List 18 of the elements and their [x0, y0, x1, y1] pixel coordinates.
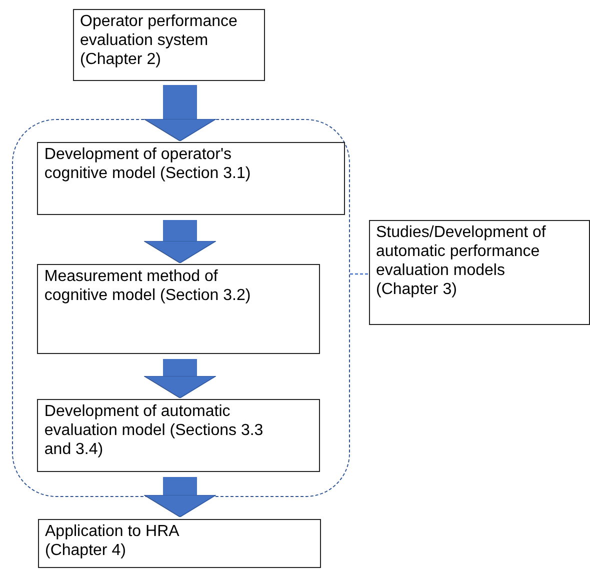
dashed-connector — [350, 273, 369, 275]
block-arrow — [144, 220, 216, 264]
block-arrow — [144, 359, 216, 398]
process-box — [37, 399, 320, 472]
process-box — [37, 264, 320, 354]
box-text: Development of automatic evaluation model (Sections 3.3 and 3.4) — [44, 402, 264, 460]
process-box — [37, 142, 346, 216]
box-text: Operator performance evaluation system (Chapter 2) — [80, 12, 238, 69]
process-box — [369, 220, 590, 325]
box-text: Development of operator's cognitive model (Section 3.1) — [44, 145, 252, 184]
box-text: Studies/Development of automatic performance evaluation models (Chapter 3) — [376, 223, 547, 299]
box-text: Application to HRA (Chapter 4) — [45, 522, 180, 560]
block-arrow — [144, 85, 216, 142]
process-box — [38, 519, 321, 568]
dashed-group-outline — [12, 119, 350, 497]
block-arrow — [144, 477, 216, 518]
box-text: Measurement method of cognitive model (Section 3.2) — [44, 267, 252, 306]
process-box — [73, 9, 265, 81]
